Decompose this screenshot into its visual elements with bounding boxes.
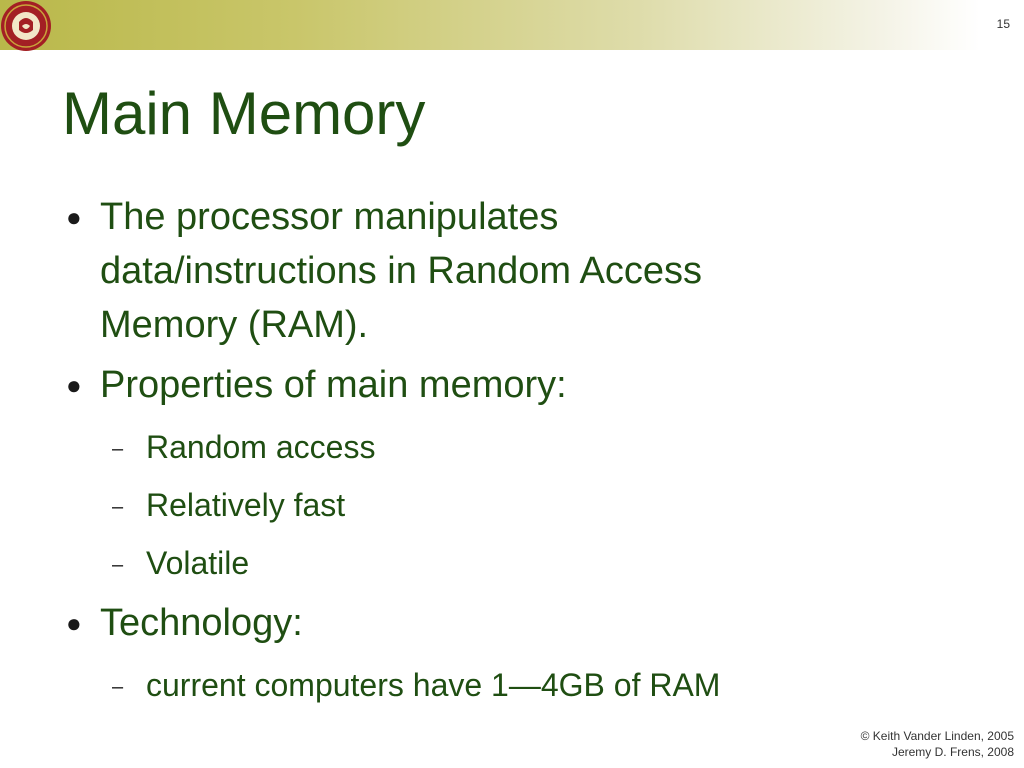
dash-marker: –	[112, 676, 124, 698]
bullet-item: ● Technology:	[62, 596, 962, 650]
dash-marker: –	[112, 438, 124, 460]
slide-title: Main Memory	[62, 80, 426, 147]
sub-list: – Random access – Relatively fast – Vola…	[62, 418, 962, 592]
bullet-marker: ●	[66, 608, 82, 638]
sub-item: – Relatively fast	[62, 476, 962, 534]
dash-marker: –	[112, 496, 124, 518]
college-seal-icon	[1, 1, 51, 51]
bullet-item: ● Properties of main memory:	[62, 358, 962, 412]
bullet-item: ● The processor manipulates data/instruc…	[62, 190, 962, 352]
copyright-footer: © Keith Vander Linden, 2005 Jeremy D. Fr…	[861, 728, 1014, 760]
sub-item: – Random access	[62, 418, 962, 476]
sub-text: Random access	[146, 429, 376, 465]
sub-list: – current computers have 1—4GB of RAM	[62, 656, 962, 714]
bullet-text: The processor manipulates data/instructi…	[100, 196, 702, 346]
bullet-list: ● The processor manipulates data/instruc…	[62, 190, 962, 718]
copyright-line: Jeremy D. Frens, 2008	[891, 745, 1014, 759]
bullet-text: Technology:	[100, 602, 303, 644]
header-band	[0, 0, 980, 50]
bullet-text: Properties of main memory:	[100, 364, 567, 406]
slide-number: 15	[996, 17, 1010, 31]
sub-text: current computers have 1—4GB of RAM	[146, 667, 721, 703]
bullet-marker: ●	[66, 202, 82, 232]
bullet-marker: ●	[66, 370, 82, 400]
copyright-line: © Keith Vander Linden, 2005	[860, 729, 1014, 743]
sub-text: Volatile	[146, 545, 250, 581]
sub-item: – current computers have 1—4GB of RAM	[62, 656, 962, 714]
sub-text: Relatively fast	[146, 487, 346, 523]
dash-marker: –	[112, 554, 124, 576]
sub-item: – Volatile	[62, 534, 962, 592]
